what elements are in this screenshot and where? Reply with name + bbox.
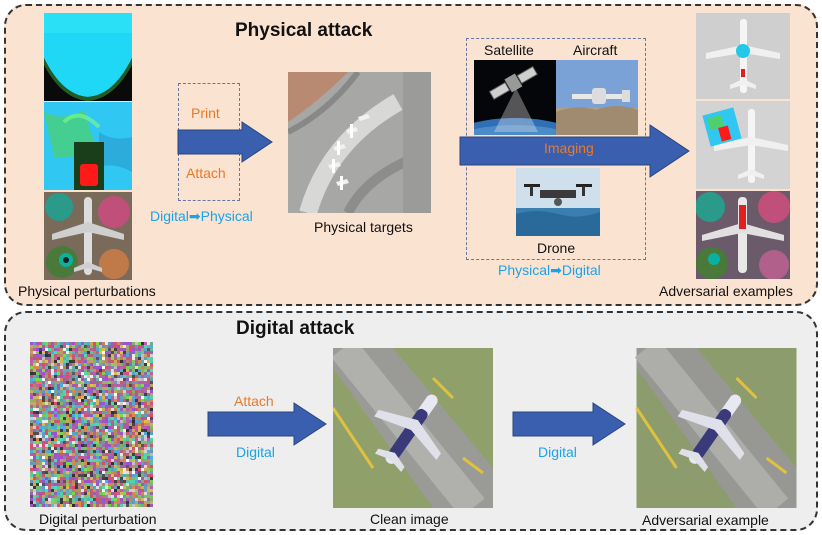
physical-attack-title: Physical attack	[235, 20, 373, 41]
physical-perturbations-caption: Physical perturbations	[18, 283, 156, 299]
attach-label-physical: Attach	[186, 165, 226, 181]
physical-word: Physical	[200, 208, 253, 224]
attach-label-digital: Attach	[234, 393, 274, 409]
aircraft-label: Aircraft	[573, 42, 618, 58]
drone-label: Drone	[537, 240, 576, 256]
physical-targets-caption: Physical targets	[314, 219, 413, 235]
print-label: Print	[191, 105, 220, 121]
physical-targets-image	[288, 72, 431, 213]
perturbation-patch-3	[44, 192, 132, 280]
digital-label-1: Digital	[236, 444, 275, 460]
attach-digital-arrow	[207, 402, 327, 446]
digital-arrow	[512, 402, 626, 446]
clean-image-caption: Clean image	[370, 511, 449, 527]
digital-perturbation-caption: Digital perturbation	[39, 511, 157, 527]
perturbation-patch-2	[44, 102, 132, 190]
clean-image	[333, 348, 493, 508]
satellite-label: Satellite	[484, 42, 534, 58]
imaging-arrow	[459, 124, 690, 178]
imaging-label: Imaging	[544, 140, 594, 156]
aircraft-image	[556, 60, 638, 135]
digital-to-physical-label: Digital➡Physical	[150, 208, 253, 225]
adversarial-examples-caption: Adversarial examples	[659, 283, 793, 299]
adversarial-example-3	[696, 191, 790, 279]
digital-label-2: Digital	[538, 444, 577, 460]
digital-word: Digital	[561, 262, 601, 278]
physical-word: Physical	[498, 262, 551, 278]
digital-attack-title: Digital attack	[236, 318, 355, 339]
perturbation-patch-1	[44, 13, 132, 101]
drone-image	[516, 168, 600, 236]
digital-adversarial-image	[635, 348, 798, 508]
digital-perturbation-image	[30, 342, 153, 507]
digital-word: Digital	[150, 208, 189, 224]
right-arrow-icon: ➡	[188, 208, 201, 224]
satellite-image	[474, 60, 556, 135]
adversarial-example-2	[696, 101, 790, 189]
adversarial-example-1	[696, 13, 790, 99]
physical-to-digital-label: Physical➡Digital	[498, 262, 601, 279]
print-attach-arrow	[177, 121, 273, 163]
right-arrow-icon: ➡	[550, 262, 562, 278]
adversarial-example-caption: Adversarial example	[642, 512, 769, 528]
